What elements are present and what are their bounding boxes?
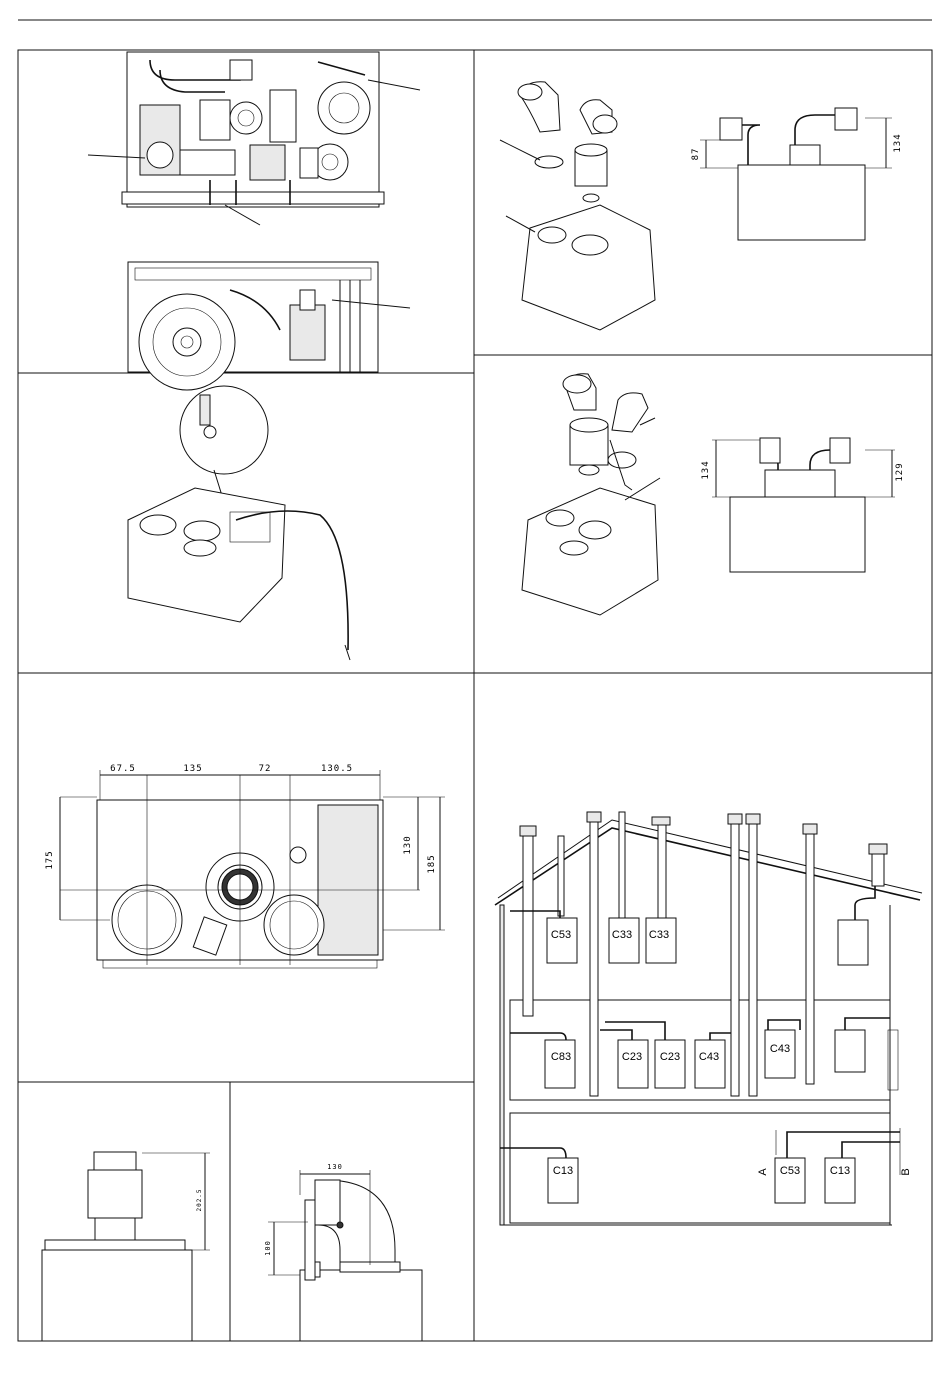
dim-72: 72 xyxy=(259,764,272,774)
dim-134-twin: 134 xyxy=(701,460,711,479)
appliance-c43-a xyxy=(695,1040,725,1088)
appliance-unlabeled-middle xyxy=(835,1030,865,1072)
twin-adapter-exploded-figure xyxy=(522,374,660,615)
label-c53-ground: C53 xyxy=(780,1165,800,1177)
dim-134: 134 xyxy=(893,133,903,152)
flue-adapter-exploded-figure xyxy=(500,82,655,330)
label-c13-b: C13 xyxy=(830,1165,850,1177)
detail-magnifier xyxy=(180,386,268,474)
appliance-c23-a xyxy=(618,1040,648,1088)
dim-130-5: 130.5 xyxy=(321,764,353,774)
rear-elbow-figure xyxy=(268,1170,422,1341)
label-c13-a: C13 xyxy=(553,1165,573,1177)
dim-129: 129 xyxy=(895,462,905,481)
outer-frame xyxy=(18,50,932,1341)
twin-adapter-side-view-134-129 xyxy=(712,438,895,572)
callout-line xyxy=(225,205,260,225)
dim-135: 135 xyxy=(183,764,202,774)
dim-67-5: 67.5 xyxy=(110,764,136,774)
dim-130: 130 xyxy=(403,835,413,854)
label-c23-b: C23 xyxy=(660,1051,680,1063)
test-point-figure xyxy=(128,386,350,660)
dim-185: 185 xyxy=(427,854,437,873)
label-c83: C83 xyxy=(551,1051,571,1063)
dim-202-5: 202.5 xyxy=(196,1188,203,1211)
label-c23-a: C23 xyxy=(622,1051,642,1063)
plan-view-figure xyxy=(60,775,420,968)
appliance-c83 xyxy=(545,1040,575,1088)
boiler-internals-figure xyxy=(88,52,420,390)
label-side-a: A xyxy=(757,1168,769,1176)
label-c33-b: C33 xyxy=(649,929,669,941)
vertical-flue-figure xyxy=(42,1152,210,1341)
dim-130-elbow: 130 xyxy=(327,1163,343,1171)
label-side-b: B xyxy=(900,1168,912,1175)
flue-adapter-side-view-87-134 xyxy=(700,108,892,240)
label-c43-b: C43 xyxy=(770,1043,790,1055)
label-c33-a: C33 xyxy=(612,929,632,941)
house-flue-figure xyxy=(495,812,922,1225)
appliance-c23-b xyxy=(655,1040,685,1088)
dim-87: 87 xyxy=(691,148,701,161)
appliance-unlabeled-attic xyxy=(838,920,868,965)
label-c53-attic: C53 xyxy=(551,929,571,941)
label-c43-a: C43 xyxy=(699,1051,719,1063)
dim-175: 175 xyxy=(45,850,55,869)
dim-100: 100 xyxy=(264,1240,272,1256)
